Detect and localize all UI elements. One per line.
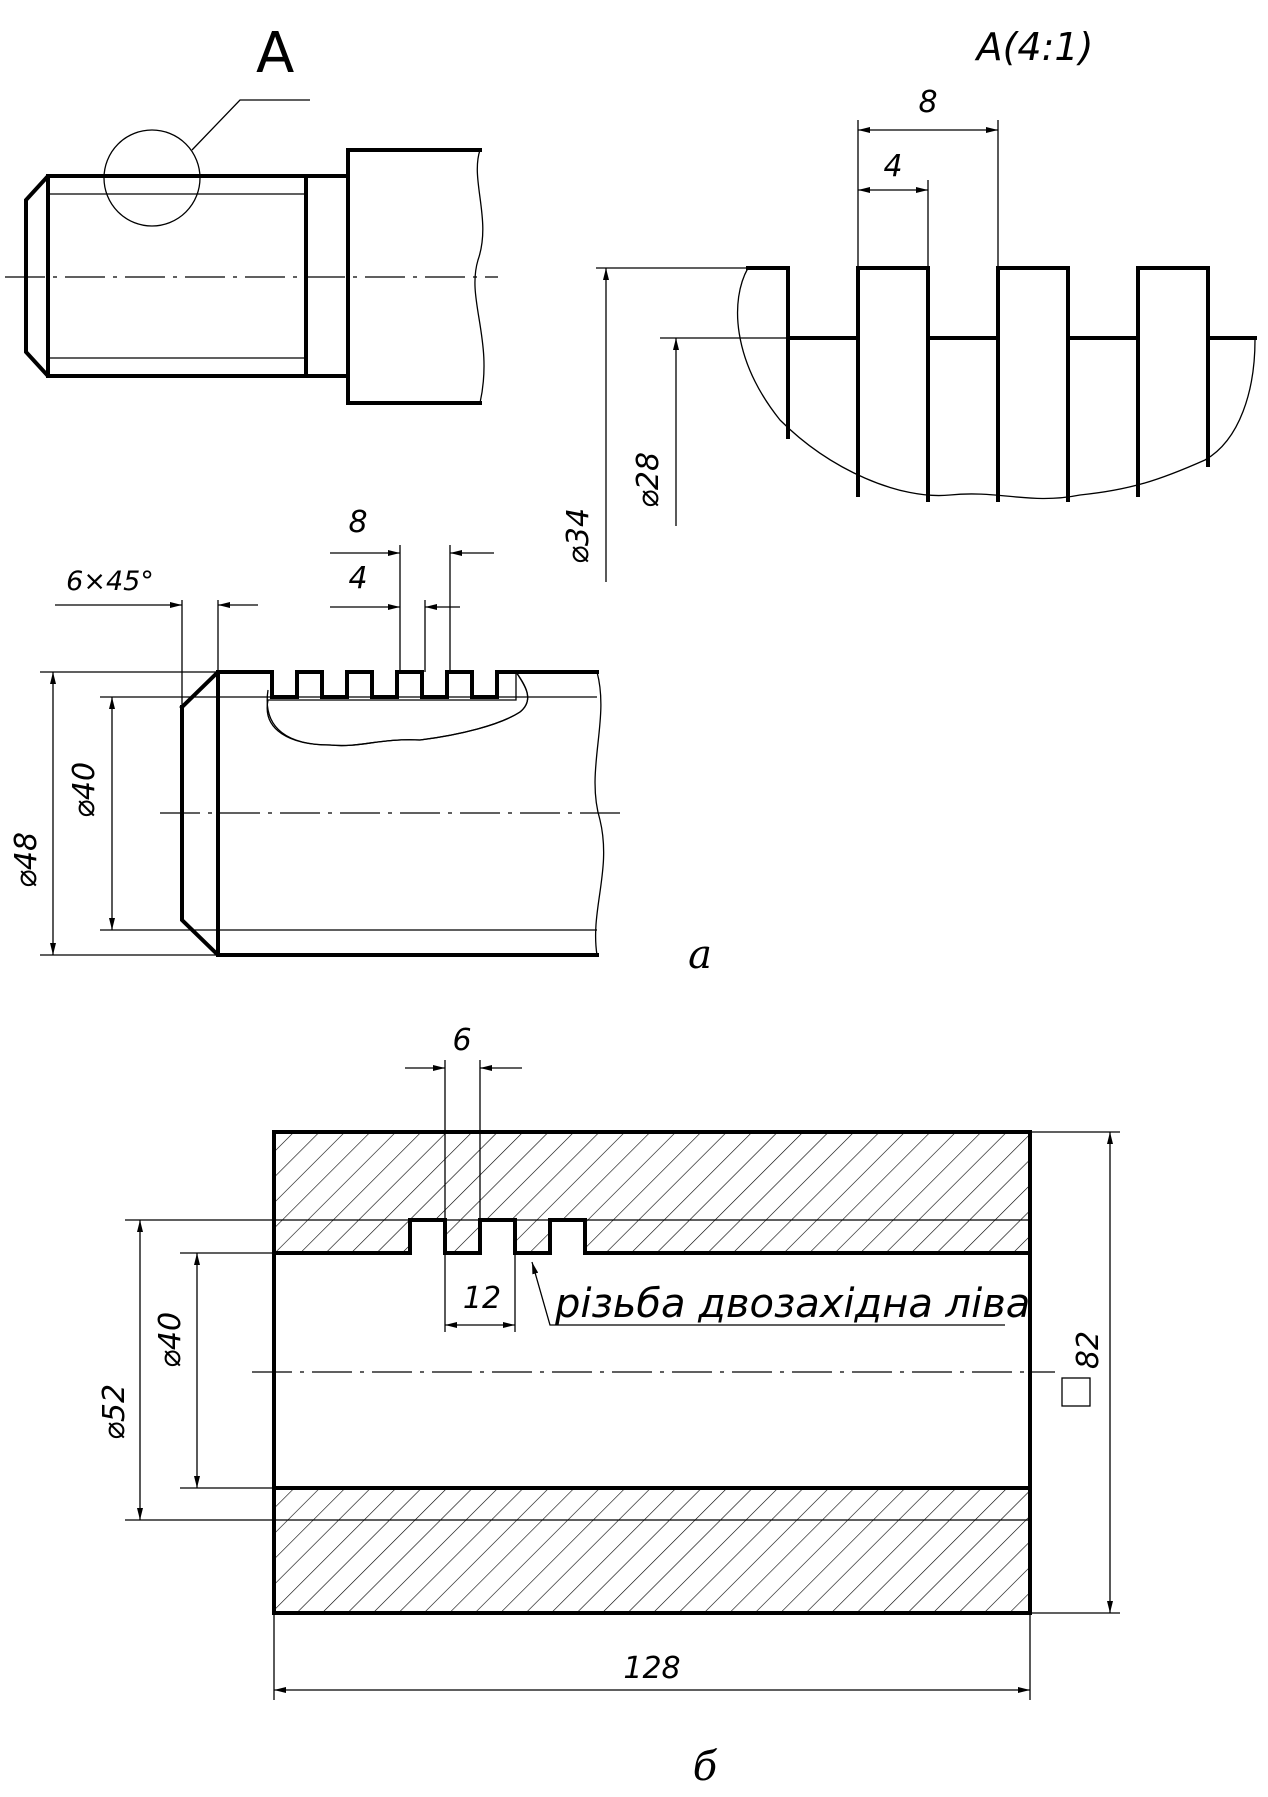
shaft-end-view	[5, 99, 498, 405]
screw-outer-dia-label: ⌀48	[9, 832, 44, 888]
screw-pitch-label: 8	[348, 505, 367, 540]
detail-tooth-label: 4	[883, 149, 902, 184]
caption-b: б	[693, 1744, 718, 1790]
detail-circle	[103, 129, 201, 227]
nut-square-label: 82	[1071, 1331, 1106, 1369]
thread-note: різьба двозахідна ліва	[554, 1281, 1030, 1327]
screw-inner-dia-label: ⌀40	[67, 762, 102, 818]
nut-length-label: 128	[623, 1651, 680, 1686]
detail-view-title: A(4:1)	[974, 25, 1094, 69]
detail-view-a	[596, 120, 1257, 582]
screw-chamfer-label: 6×45°	[66, 566, 154, 597]
detail-marker-label: A	[256, 21, 294, 86]
caption-a: а	[688, 932, 712, 978]
nut-inner-dia-label: ⌀40	[153, 1312, 188, 1368]
nut-lead-label: 12	[463, 1281, 501, 1316]
detail-inner-dia-label: ⌀28	[631, 452, 666, 508]
nut-outer-thread-dia-label: ⌀52	[97, 1384, 132, 1440]
detail-pitch-label: 8	[918, 85, 937, 120]
nut-section	[125, 1060, 1120, 1700]
detail-outer-dia-label: ⌀34	[561, 508, 596, 564]
square-symbol	[1061, 1377, 1091, 1407]
screw-view	[40, 545, 628, 957]
nut-tooth-label: 6	[452, 1023, 471, 1058]
screw-tooth-label: 4	[348, 561, 367, 596]
